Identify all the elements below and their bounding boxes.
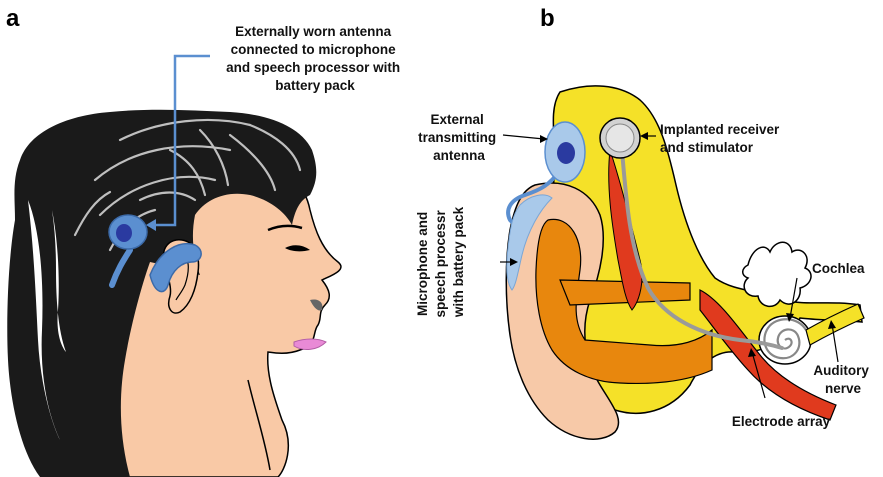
label-microphone-3: with battery pack	[451, 206, 466, 318]
label-microphone-1: Microphone and	[415, 212, 430, 316]
label-auditory-nerve-1: Auditory	[813, 363, 869, 378]
panel-a-label: Externally worn antenna connected to mic…	[226, 24, 404, 93]
label-electrode-array: Electrode array	[732, 414, 831, 429]
semicircular-canals	[743, 242, 811, 306]
label-cochlea: Cochlea	[812, 261, 865, 276]
label-microphone-group: Microphone and speech processr with batt…	[415, 206, 466, 318]
lips	[294, 339, 326, 349]
panel-a: a	[6, 5, 404, 477]
label-microphone-2: speech processr	[433, 209, 448, 317]
label-receiver: Implanted receiver and stimulator	[660, 122, 783, 155]
panel-a-label-line-4: battery pack	[275, 78, 355, 93]
label-external-antenna-3: antenna	[433, 148, 485, 163]
implanted-receiver-inner	[606, 124, 634, 152]
cochlea	[759, 316, 811, 364]
panel-b: b	[415, 5, 873, 439]
label-external-antenna-1: External	[430, 112, 483, 127]
panel-a-label-line-3: and speech processor with	[226, 60, 400, 75]
label-external-antenna-2: transmitting	[418, 130, 496, 145]
label-microphone: Microphone and speech processr with batt…	[415, 206, 466, 318]
label-receiver-1: Implanted receiver	[660, 122, 780, 137]
label-auditory-nerve: Auditory nerve	[813, 363, 872, 396]
antenna-magnet	[116, 224, 132, 242]
panel-a-label-line-1: Externally worn antenna	[235, 24, 392, 39]
panel-a-letter: a	[6, 5, 20, 32]
label-external-antenna: External transmitting antenna	[418, 112, 500, 163]
label-auditory-nerve-2: nerve	[825, 381, 862, 396]
label-receiver-2: and stimulator	[660, 140, 754, 155]
panel-b-letter: b	[540, 5, 555, 32]
panel-a-label-line-2: connected to microphone	[231, 42, 397, 57]
external-antenna-b-magnet	[557, 142, 575, 164]
